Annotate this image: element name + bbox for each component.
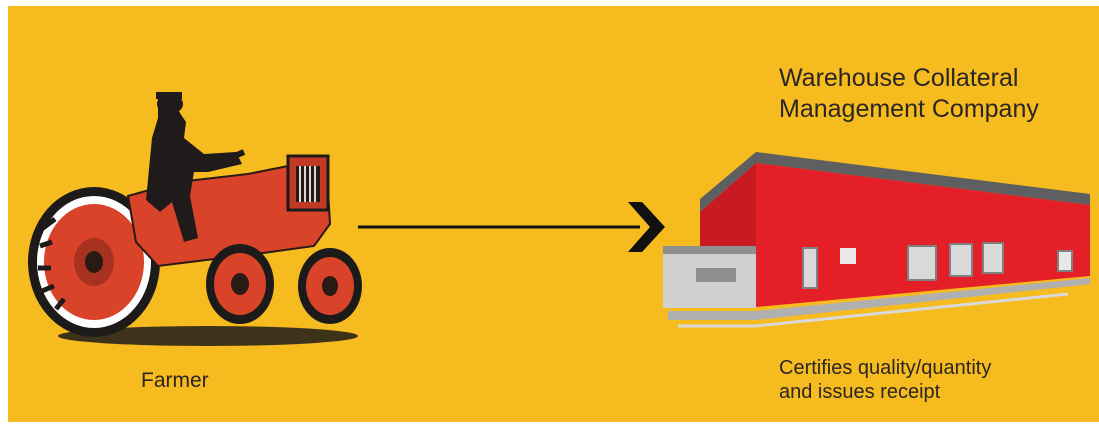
warehouse-desc-line-2: and issues receipt: [779, 380, 991, 404]
diagram-panel: Farmer Warehouse Collateral Management C…: [8, 6, 1099, 422]
warehouse-title-line-2: Management Company: [779, 94, 1039, 125]
warehouse-title-line-1: Warehouse Collateral: [779, 63, 1039, 94]
warehouse-title: Warehouse Collateral Management Company: [779, 63, 1039, 125]
warehouse-desc-line-1: Certifies quality/quantity: [779, 356, 991, 380]
farmer-label: Farmer: [141, 369, 209, 392]
warehouse-description: Certifies quality/quantity and issues re…: [779, 356, 991, 404]
